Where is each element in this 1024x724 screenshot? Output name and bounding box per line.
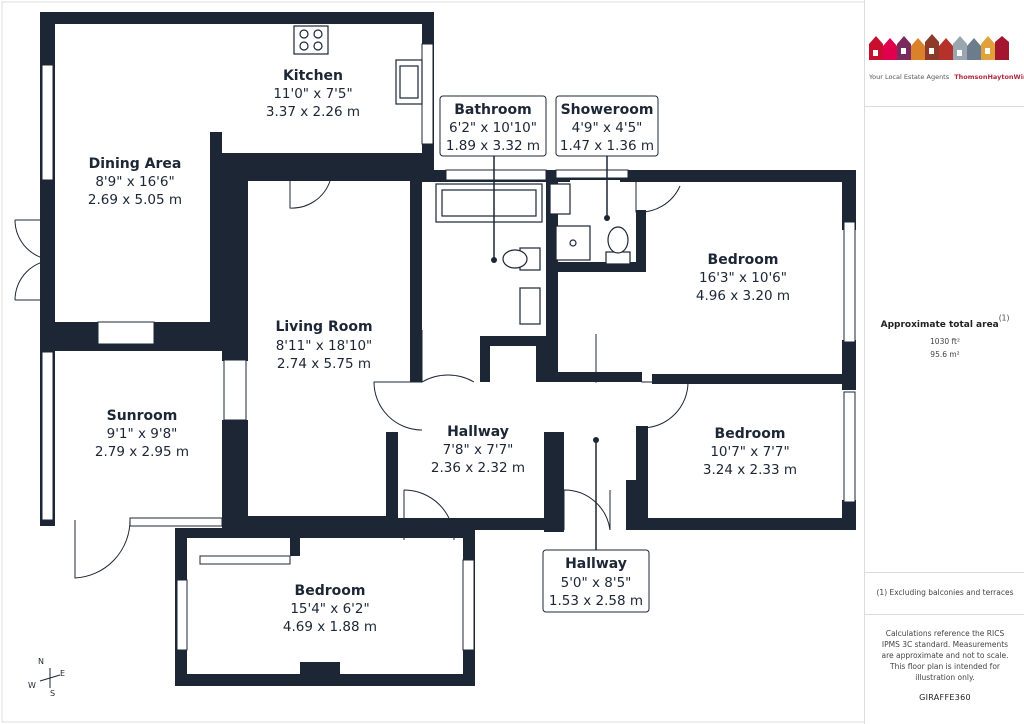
callout-hallway2: Hallway 5'0" x 8'5" 1.53 x 2.58 m	[542, 437, 650, 613]
area-imperial: 1030 ft²	[930, 337, 960, 346]
room-name: Bedroom	[295, 583, 366, 599]
room-metric: 3.24 x 2.33 m	[703, 462, 797, 478]
room-imperial: 6'2" x 10'10"	[449, 120, 537, 136]
room-imperial: 16'3" x 10'6"	[699, 270, 787, 286]
windows	[41, 43, 856, 651]
room-metric: 4.96 x 3.20 m	[696, 288, 790, 304]
callout-bathroom: Bathroom 6'2" x 10'10" 1.89 x 3.32 m	[439, 95, 547, 263]
room-imperial: 10'7" x 7'7"	[710, 444, 789, 460]
compass-icon: N E S W	[28, 657, 65, 698]
info-sidebar: Your Local Estate Agents ThomsonHaytonWi…	[864, 0, 1024, 724]
room-metric: 1.89 x 3.32 m	[446, 138, 540, 154]
room-imperial: 9'1" x 9'8"	[107, 426, 178, 442]
room-imperial: 15'4" x 6'2"	[290, 601, 369, 617]
room-name: Showeroom	[561, 102, 654, 118]
room-label-bedroom3: Bedroom 15'4" x 6'2" 4.69 x 1.88 m	[283, 583, 377, 635]
compass-w: W	[28, 681, 36, 690]
room-label-kitchen: Kitchen 11'0" x 7'5" 3.37 x 2.26 m	[266, 68, 360, 120]
area-metric: 95.6 m²	[930, 350, 960, 359]
exclusion-note: (1) Excluding balconies and terraces	[876, 588, 1014, 597]
doors	[14, 180, 689, 579]
room-name: Bedroom	[708, 252, 779, 268]
fixtures	[293, 25, 631, 325]
room-label-sunroom: Sunroom 9'1" x 9'8" 2.79 x 2.95 m	[95, 408, 189, 460]
room-metric: 1.47 x 1.36 m	[560, 138, 654, 154]
room-imperial: 11'0" x 7'5"	[273, 86, 352, 102]
room-metric: 2.69 x 5.05 m	[88, 192, 182, 208]
compass-e: E	[60, 669, 65, 678]
room-metric: 1.53 x 2.58 m	[549, 593, 643, 609]
area-note-mark: (1)	[998, 313, 1010, 323]
room-metric: 3.37 x 2.26 m	[266, 104, 360, 120]
room-imperial: 7'8" x 7'7"	[443, 442, 514, 458]
area-section: Approximate total area(1) 1030 ft² 95.6 …	[865, 106, 1024, 573]
floor-plan: Kitchen 11'0" x 7'5" 3.37 x 2.26 m Dinin…	[1, 1, 864, 723]
room-name: Bedroom	[715, 426, 786, 442]
agency-tagline: Your Local Estate Agents	[869, 73, 950, 81]
area-title: Approximate total area	[880, 320, 999, 330]
room-name: Kitchen	[283, 68, 343, 84]
room-imperial: 8'9" x 16'6"	[95, 174, 174, 190]
room-imperial: 5'0" x 8'5"	[561, 575, 632, 591]
calc-section: Calculations reference the RICS IPMS 3C …	[865, 614, 1024, 724]
room-label-hallway1: Hallway 7'8" x 7'7" 2.36 x 2.32 m	[431, 424, 525, 476]
room-name: Dining Area	[89, 156, 182, 172]
room-imperial: 8'11" x 18'10"	[276, 338, 373, 354]
agency-brand: ThomsonHaytonWinkley	[954, 73, 1024, 81]
room-metric: 2.74 x 5.75 m	[277, 356, 371, 372]
room-metric: 4.69 x 1.88 m	[283, 619, 377, 635]
compass-n: N	[38, 657, 44, 666]
callout-showeroom: Showeroom 4'9" x 4'5" 1.47 x 1.36 m	[555, 95, 659, 221]
room-name: Bathroom	[454, 102, 532, 118]
room-metric: 2.79 x 2.95 m	[95, 444, 189, 460]
calc-note: Calculations reference the RICS IPMS 3C …	[881, 629, 1009, 682]
room-label-living: Living Room 8'11" x 18'10" 2.74 x 5.75 m	[275, 319, 372, 372]
room-metric: 2.36 x 2.32 m	[431, 460, 525, 476]
room-label-dining: Dining Area 8'9" x 16'6" 2.69 x 5.05 m	[88, 156, 182, 208]
room-imperial: 4'9" x 4'5"	[572, 120, 643, 136]
room-name: Hallway	[447, 424, 509, 440]
compass-s: S	[50, 689, 55, 698]
room-name: Hallway	[565, 556, 627, 572]
logo-section: Your Local Estate Agents ThomsonHaytonWi…	[865, 0, 1024, 107]
room-label-bedroom1: Bedroom 16'3" x 10'6" 4.96 x 3.20 m	[696, 252, 790, 304]
room-name: Living Room	[275, 319, 372, 335]
room-name: Sunroom	[107, 408, 178, 424]
exclusion-section: (1) Excluding balconies and terraces	[865, 572, 1024, 615]
giraffe-credit: GIRAFFE360	[919, 693, 971, 702]
agency-logo	[869, 34, 1009, 60]
room-label-bedroom2: Bedroom 10'7" x 7'7" 3.24 x 2.33 m	[703, 426, 797, 478]
